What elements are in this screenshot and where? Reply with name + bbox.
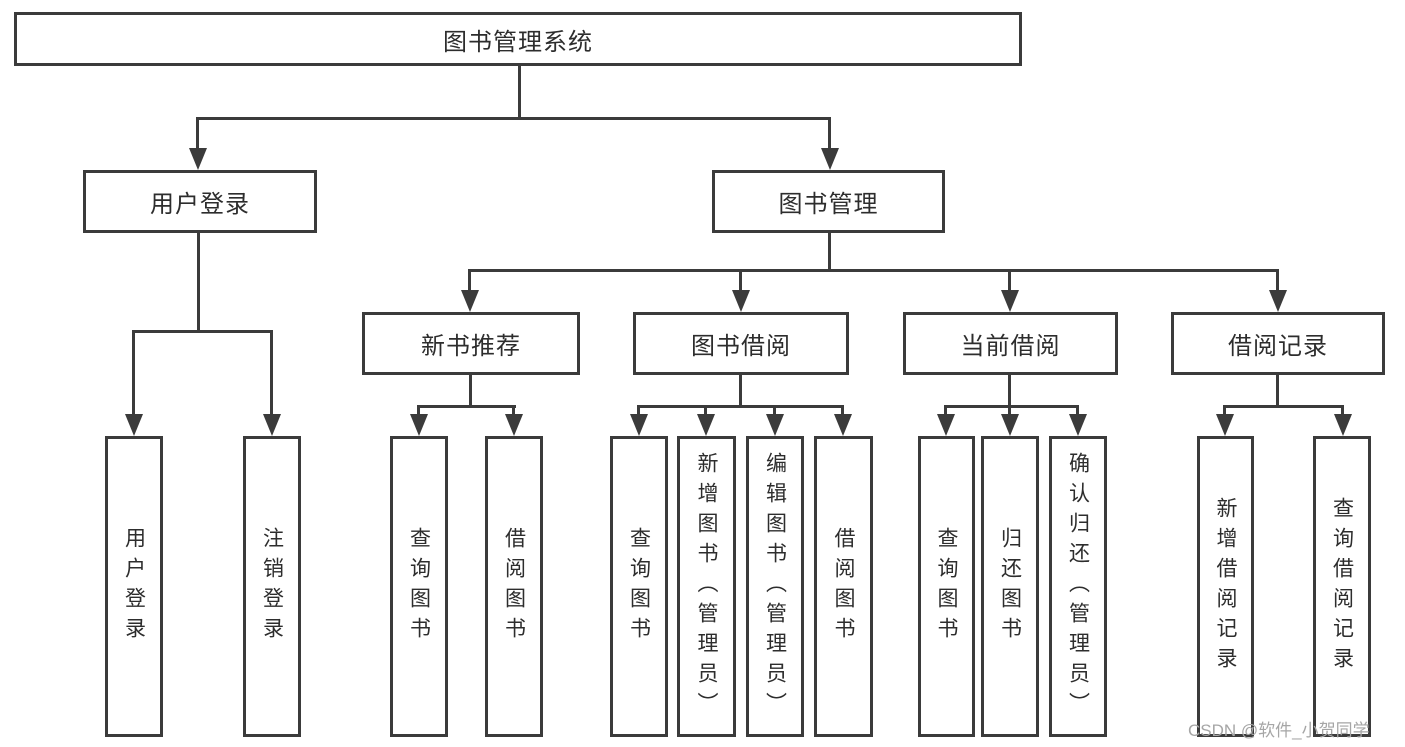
- connector-new-book-rec-trunk: [469, 375, 472, 408]
- leaf-borrow-book-rec: 借阅图书: [485, 436, 543, 737]
- node-book-borrow-label: 图书借阅: [691, 333, 791, 360]
- down-arrow-query-book-borrow: [629, 405, 648, 436]
- node-root-label: 图书管理系统: [443, 28, 593, 56]
- node-current-borrow: 当前借阅: [903, 312, 1118, 375]
- connector-borrow-records-branch: [1223, 405, 1344, 408]
- leaf-user-login: 用户登录: [105, 436, 163, 737]
- down-arrow-leaf-user-login: [124, 330, 143, 436]
- down-arrow-current-borrow: [1000, 269, 1019, 312]
- leaf-query-book-current-label: 查询图书: [935, 526, 958, 647]
- connector-book-borrow-trunk: [739, 375, 742, 408]
- csdn-watermark: CSDN @软件_小贺同学: [1188, 721, 1370, 740]
- leaf-query-book-rec: 查询图书: [390, 436, 448, 737]
- down-arrow-add-record: [1215, 405, 1234, 436]
- down-arrow-return-book: [1000, 405, 1019, 436]
- node-current-borrow-label: 当前借阅: [960, 333, 1061, 360]
- down-arrow-borrow-records: [1268, 269, 1287, 312]
- connector-new-book-rec-branch: [417, 405, 516, 408]
- leaf-add-book-label: 新增图书（管理员）: [695, 451, 718, 722]
- leaf-logout: 注销登录: [243, 436, 301, 737]
- leaf-query-record: 查询借阅记录: [1313, 436, 1371, 737]
- node-user-login-label: 用户登录: [150, 191, 250, 218]
- connector-current-borrow-branch: [944, 405, 1079, 408]
- connector-user-login-branch: [132, 330, 273, 333]
- connector-level1-branch: [196, 117, 831, 120]
- down-arrow-add-book: [696, 405, 715, 436]
- node-book-borrow: 图书借阅: [633, 312, 849, 375]
- leaf-query-record-label: 查询借阅记录: [1330, 496, 1354, 677]
- node-new-book-rec: 新书推荐: [362, 312, 580, 375]
- connector-book-borrow-branch: [637, 405, 844, 408]
- node-borrow-records: 借阅记录: [1171, 312, 1385, 375]
- down-arrow-new-book-rec: [460, 269, 479, 312]
- down-arrow-confirm-return: [1068, 405, 1087, 436]
- leaf-return-book-label: 归还图书: [998, 526, 1022, 647]
- down-arrow-borrow-book-rec: [504, 405, 523, 436]
- leaf-query-book-borrow-label: 查询图书: [627, 526, 651, 647]
- leaf-user-login-label: 用户登录: [122, 526, 146, 647]
- leaf-add-record: 新增借阅记录: [1197, 436, 1254, 737]
- leaf-query-book-current: 查询图书: [918, 436, 975, 737]
- leaf-borrow-book-rec-label: 借阅图书: [502, 526, 526, 647]
- down-arrow-user-login: [188, 117, 207, 170]
- down-arrow-query-record: [1333, 405, 1352, 436]
- down-arrow-borrow-book-borrow: [833, 405, 852, 436]
- leaf-confirm-return: 确认归还（管理员）: [1049, 436, 1107, 737]
- leaf-query-book-rec-label: 查询图书: [407, 526, 431, 647]
- leaf-add-book: 新增图书（管理员）: [677, 436, 736, 737]
- leaf-borrow-book-borrow: 借阅图书: [814, 436, 873, 737]
- connector-book-mgmt-trunk: [828, 233, 831, 272]
- leaf-edit-book: 编辑图书（管理员）: [746, 436, 804, 737]
- down-arrow-book-borrow: [731, 269, 750, 312]
- node-root: 图书管理系统: [14, 12, 1022, 66]
- down-arrow-edit-book: [765, 405, 784, 436]
- leaf-query-book-borrow: 查询图书: [610, 436, 668, 737]
- node-borrow-records-label: 借阅记录: [1228, 333, 1328, 360]
- leaf-borrow-book-borrow-label: 借阅图书: [832, 526, 855, 647]
- connector-user-login-trunk: [197, 233, 200, 333]
- node-book-mgmt: 图书管理: [712, 170, 945, 233]
- node-book-mgmt-label: 图书管理: [778, 191, 879, 218]
- down-arrow-book-mgmt: [820, 117, 839, 170]
- down-arrow-leaf-logout: [262, 330, 281, 436]
- connector-level2-branch: [468, 269, 1279, 272]
- connector-root-trunk: [518, 66, 521, 120]
- leaf-return-book: 归还图书: [981, 436, 1039, 737]
- down-arrow-query-book-rec: [409, 405, 428, 436]
- leaf-add-record-label: 新增借阅记录: [1214, 496, 1237, 677]
- leaf-edit-book-label: 编辑图书（管理员）: [763, 451, 787, 722]
- leaf-confirm-return-label: 确认归还（管理员）: [1066, 451, 1090, 722]
- connector-borrow-records-trunk: [1276, 375, 1279, 408]
- node-new-book-rec-label: 新书推荐: [421, 333, 521, 360]
- leaf-logout-label: 注销登录: [260, 526, 284, 647]
- down-arrow-query-book-current: [936, 405, 955, 436]
- node-user-login: 用户登录: [83, 170, 317, 233]
- connector-current-borrow-trunk: [1008, 375, 1011, 408]
